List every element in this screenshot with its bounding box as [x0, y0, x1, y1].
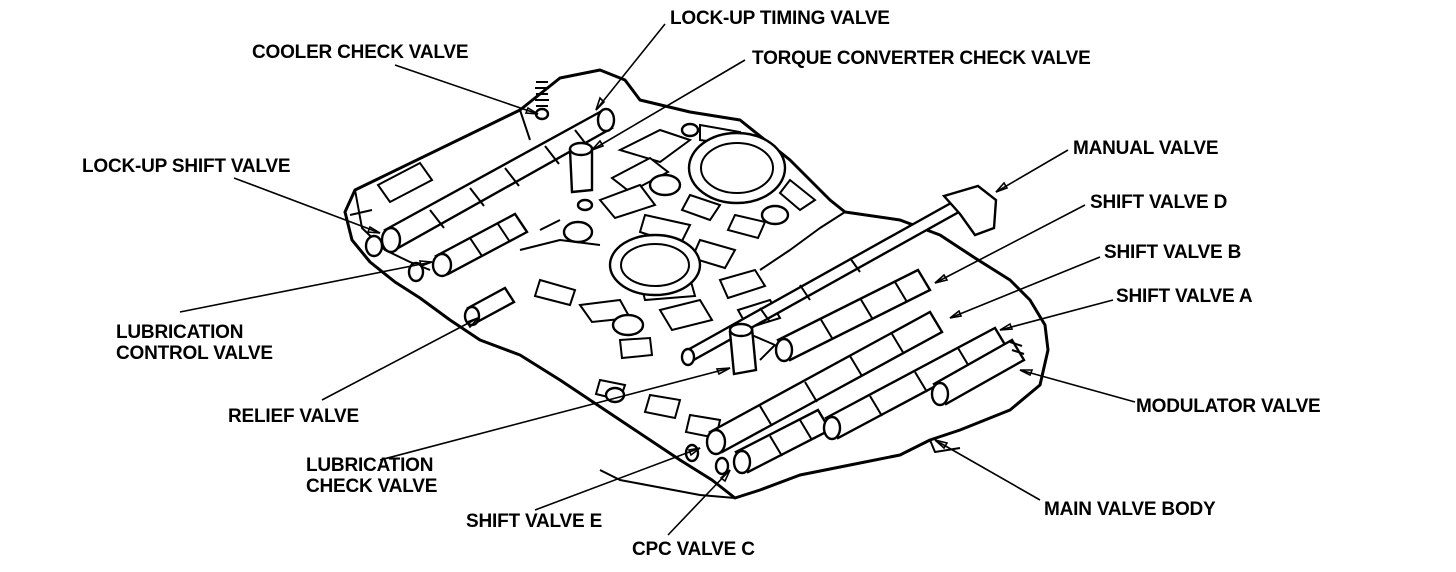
small-bore-7 — [576, 198, 594, 212]
port-hole-1 — [364, 234, 384, 258]
small-bore-5 — [604, 386, 626, 404]
label-torque-converter-check-valve: TORQUE CONVERTER CHECK VALVE — [752, 48, 1091, 69]
label-lubrication-control-valve-line2: CONTROL VALVE — [116, 343, 273, 364]
label-lock-up-shift-valve: LOCK-UP SHIFT VALVE — [82, 156, 291, 177]
label-lubrication-check-valve-line1: LUBRICATION — [306, 455, 434, 476]
label-shift-valve-a: SHIFT VALVE A — [1116, 286, 1253, 307]
label-main-valve-body: MAIN VALVE BODY — [1044, 499, 1216, 520]
small-bore-2 — [760, 204, 790, 226]
small-bore-3 — [611, 313, 645, 337]
label-lubrication-check-valve-line2: CHECK VALVE — [306, 476, 438, 497]
modulator-valve-spool — [930, 338, 1026, 407]
label-relief-valve: RELIEF VALVE — [228, 406, 359, 427]
shift-valve-e-spool — [732, 408, 832, 475]
leader-lines — [179, 23, 1136, 536]
port-hole-2 — [407, 261, 425, 283]
label-cooler-check-valve: COOLER CHECK VALVE — [252, 42, 469, 63]
label-shift-valve-e: SHIFT VALVE E — [466, 511, 603, 532]
shift-valve-d-spool — [774, 268, 932, 363]
small-bore-4 — [562, 220, 594, 244]
manual-valve-rod — [680, 184, 998, 367]
label-cpc-valve-c: CPC VALVE C — [632, 539, 755, 560]
torque-converter-check-valve-spool — [568, 141, 594, 194]
port-hole-4 — [714, 456, 730, 476]
lubrication-control-valve-spool — [431, 212, 529, 278]
label-lubrication-control-valve-line1: LUBRICATION — [116, 322, 244, 343]
label-lock-up-timing-valve: LOCK-UP TIMING VALVE — [670, 8, 890, 29]
lubrication-check-valve-spool — [728, 322, 758, 376]
small-bore-6 — [680, 122, 700, 138]
shift-valve-b-spool — [705, 310, 944, 456]
label-shift-valve-b: SHIFT VALVE B — [1104, 242, 1242, 263]
label-shift-valve-d: SHIFT VALVE D — [1090, 192, 1228, 213]
label-manual-valve: MANUAL VALVE — [1073, 138, 1219, 159]
label-modulator-valve: MODULATOR VALVE — [1136, 396, 1321, 417]
lock-up-shift-valve-spool — [380, 107, 616, 254]
slab-window — [376, 161, 434, 204]
small-bore-1 — [648, 173, 682, 197]
